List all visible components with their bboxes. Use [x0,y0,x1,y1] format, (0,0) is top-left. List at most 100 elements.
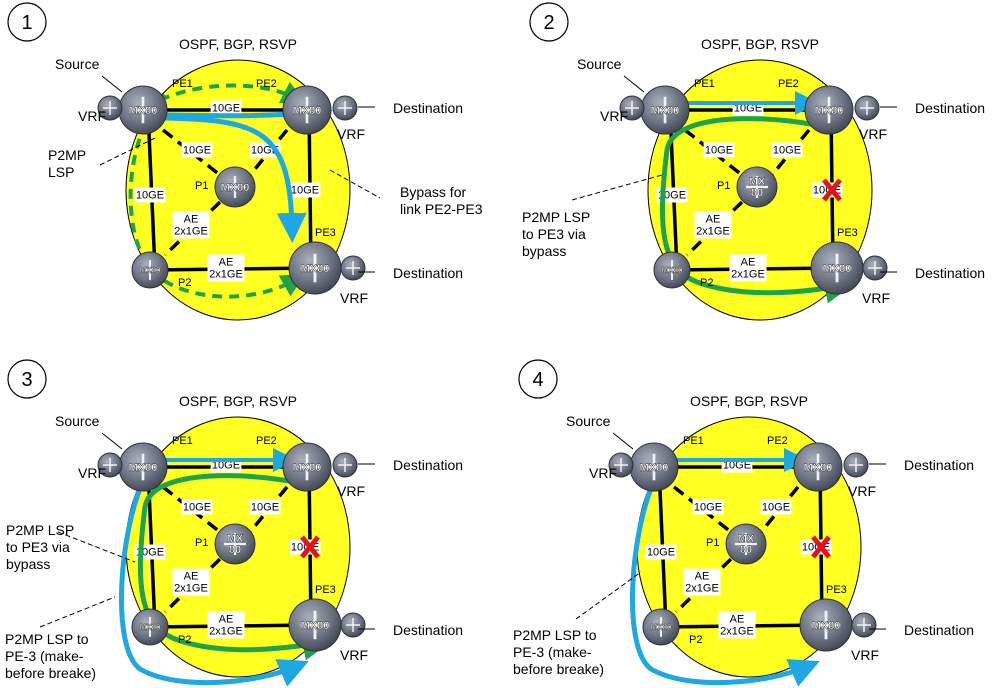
router-arrows-icon [662,260,682,280]
lsp-make-before-break [119,475,309,687]
router-model-label: MX80 [140,623,161,632]
router-pe2[interactable]: MX80 [804,85,854,135]
vrf-arrows-icon [103,458,117,472]
router-p2[interactable]: MX80 [653,251,691,289]
router-pe1[interactable]: MX80 [629,442,679,492]
router-p2[interactable]: MX80 [642,608,680,646]
vrf-pe3-icon[interactable] [851,612,877,638]
vrf-left-icon[interactable] [97,95,123,121]
router-p1[interactable]: MX80 [214,166,256,208]
link-label-pe1-p1: 10GE [703,142,735,158]
destination-bottom-label: Destination [915,265,985,281]
link-pe1-p1 [161,128,222,177]
router-pe2[interactable]: MX80 [282,442,332,492]
router-p2[interactable]: MX80 [131,251,169,289]
router-pe1[interactable]: MX80 [640,85,690,135]
svg-text:10GE: 10GE [251,502,279,514]
protocols-label: OSPF, BGP, RSVP [179,393,297,409]
router-arrows-icon [811,610,841,640]
router-arrows-icon [293,96,321,124]
vrf-pe3-icon[interactable] [862,255,888,281]
link-failure-x-icon [822,178,842,202]
svg-text:10GE: 10GE [705,145,733,157]
router-model-label: MX80 [129,462,158,474]
router-pe3[interactable]: MX80 [288,598,342,652]
vrf-left-label: VRF [78,465,106,481]
source-label: Source [55,56,100,72]
step-number: 1 [21,12,32,34]
vrf-pe2-icon[interactable] [843,452,869,478]
router-model-label: MX80 [823,263,852,275]
router-pe1[interactable]: MX80 [118,85,168,135]
router-pe3[interactable]: MX80 [810,241,864,295]
router-model-label: MX80 [651,623,672,632]
router-model-label: MX80 [301,263,330,275]
router-p2[interactable]: MX80 [131,608,169,646]
destination-top-label: Destination [904,457,974,473]
svg-text:10GE: 10GE [183,502,211,514]
step-number: 4 [532,369,543,391]
router-pe3[interactable]: MX80 [288,241,342,295]
router-model-label: MX80 [651,105,680,117]
link-label-pe2-p1: 10GE [771,142,803,158]
vrf-pe2-label: VRF [848,483,876,499]
vrf-pe3-icon[interactable] [340,612,366,638]
vrf-pe3-label: VRF [340,647,368,663]
router-model-label: MX80 [662,266,683,275]
router-pe1[interactable]: MX80 [118,442,168,492]
vrf-left-icon[interactable] [619,95,645,121]
router-model-label: MX80 [640,462,669,474]
router-model-label: MX80 [804,462,833,474]
lsp-primary-pe1-pe3 [164,115,307,243]
router-arrows-icon [300,253,330,283]
router-model-label: MX80 [140,266,161,275]
vrf-pe3-icon[interactable] [340,255,366,281]
label-pe3: PE3 [315,584,336,596]
label-p1: P1 [706,537,719,549]
link-label-pe1-p1: 10GE [181,142,213,158]
vrf-arrows-icon [849,458,863,472]
vrf-arrows-icon [857,618,871,632]
source-label: Source [55,413,100,429]
vrf-left-icon[interactable] [608,452,634,478]
vrf-pe2-icon[interactable] [854,95,880,121]
vrf-pe3-label: VRF [862,290,890,306]
destination-top-label: Destination [393,457,463,473]
vrf-arrows-icon [860,101,874,115]
router-pe3[interactable]: MX80 [799,598,853,652]
vrf-pe2-icon[interactable] [332,452,358,478]
svg-text:10GE: 10GE [212,460,240,472]
link-label-pe2-pe3: 10GE [289,182,321,198]
router-arrows-icon [224,176,246,198]
vrf-left-icon[interactable] [97,452,123,478]
router-model-label: MX80 [812,620,841,632]
label-pe2: PE2 [256,435,277,447]
label-pe3: PE3 [826,584,847,596]
protocols-label: OSPF, BGP, RSVP [701,36,819,52]
router-pe2[interactable]: MX80 [793,442,843,492]
vrf-left-label: VRF [589,465,617,481]
svg-text:10GE: 10GE [723,460,751,472]
vrf-arrows-icon [338,101,352,115]
vrf-pe2-icon[interactable] [332,95,358,121]
router-pe2[interactable]: MX80 [282,85,332,135]
label-pe1: PE1 [683,435,704,447]
destination-bottom-label: Destination [904,622,974,638]
link-label-pe1-p2: 10GE [645,544,677,560]
